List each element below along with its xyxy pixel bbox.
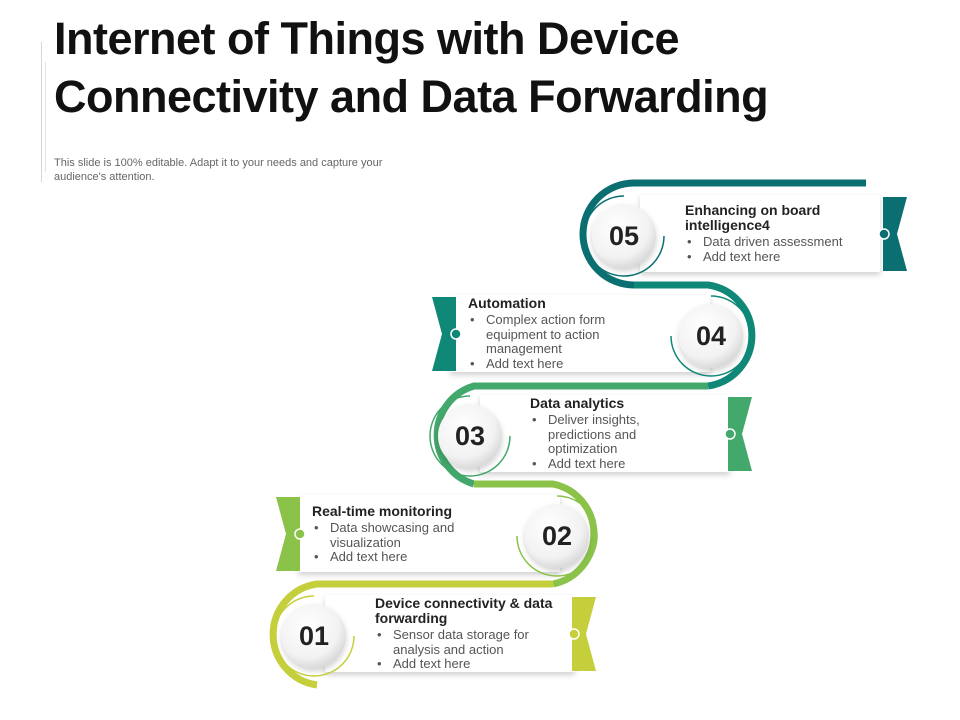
step-04-title: Automation — [468, 295, 546, 311]
connector-dot-03 — [724, 428, 736, 440]
decorative-vertical-line — [41, 42, 42, 182]
number-circle-01 — [282, 604, 346, 668]
ribbon-flag-01 — [572, 597, 596, 671]
serpentine-path — [269, 179, 866, 689]
step-02-bullet-2: Add text here — [312, 549, 482, 565]
step-04-bullets: Complex action form equipment to action … — [468, 312, 638, 372]
step-02-text: Real-time monitoring Data showcasing and… — [312, 504, 502, 565]
step-04-bullet-1: Complex action form equipment to action … — [468, 312, 638, 357]
ribbon-flag-05 — [883, 197, 907, 271]
step-05-bullets: Data driven assessment Add text here — [685, 234, 875, 265]
step-02-bullet-1: Data showcasing and visualization — [312, 520, 482, 550]
step-03-bullet-2: Add text here — [530, 456, 665, 472]
step-number-01: 01 — [298, 621, 330, 651]
path-segment-02 — [474, 480, 598, 588]
connector-dot-01 — [568, 628, 580, 640]
step-01-title: Device connectivity & data forwarding — [375, 595, 553, 626]
number-circle-05 — [592, 204, 656, 268]
page-title: Internet of Things with Device Connectiv… — [54, 13, 769, 122]
step-03-text: Data analytics Deliver insights, predict… — [530, 396, 720, 471]
ribbon-flag-02 — [276, 497, 300, 571]
path-segment-05 — [579, 179, 866, 289]
step-04-text: Automation Complex action form equipment… — [468, 296, 658, 371]
step-05-title: Enhancing on board intelligence4 — [685, 202, 821, 233]
connector-dot-02 — [294, 528, 306, 540]
ribbon-flags — [276, 197, 907, 671]
step-01-bullet-2: Add text here — [375, 656, 550, 672]
step-02-bullets: Data showcasing and visualization Add te… — [312, 520, 482, 565]
step-number-04: 04 — [695, 321, 727, 351]
decorative-vertical-line-inner — [45, 62, 46, 172]
step-03-bullet-1: Deliver insights, predictions and optimi… — [530, 412, 665, 457]
number-circle-03 — [438, 404, 502, 468]
ribbon-flag-03 — [728, 397, 752, 471]
step-02-title: Real-time monitoring — [312, 503, 453, 519]
path-segment-04 — [634, 281, 756, 390]
step-05-text: Enhancing on board intelligence4 Data dr… — [685, 203, 875, 264]
step-number-05: 05 — [608, 221, 640, 251]
step-01-text: Device connectivity & data forwarding Se… — [375, 596, 555, 672]
step-04-bullet-2: Add text here — [468, 356, 638, 372]
ribbon-flag-04 — [432, 297, 456, 371]
path-segment-01 — [269, 580, 553, 689]
connector-dot-05 — [878, 228, 890, 240]
step-01-bullet-1: Sensor data storage for analysis and act… — [375, 627, 550, 657]
connector-dots — [294, 228, 890, 640]
path-segment-03 — [433, 382, 708, 488]
page-subtitle: This slide is 100% editable. Adapt it to… — [54, 157, 383, 183]
step-03-bullets: Deliver insights, predictions and optimi… — [530, 412, 665, 472]
step-number-03: 03 — [454, 421, 486, 451]
step-05-bullet-2: Add text here — [685, 249, 875, 265]
connector-dot-04 — [450, 328, 462, 340]
number-circle-04 — [679, 304, 743, 368]
number-circle-02 — [525, 504, 589, 568]
step-number-02: 02 — [541, 521, 573, 551]
step-05-bullet-1: Data driven assessment — [685, 234, 875, 250]
number-circles — [282, 204, 743, 668]
step-03-title: Data analytics — [530, 395, 625, 411]
inner-arcs — [273, 195, 752, 677]
step-01-bullets: Sensor data storage for analysis and act… — [375, 627, 550, 672]
